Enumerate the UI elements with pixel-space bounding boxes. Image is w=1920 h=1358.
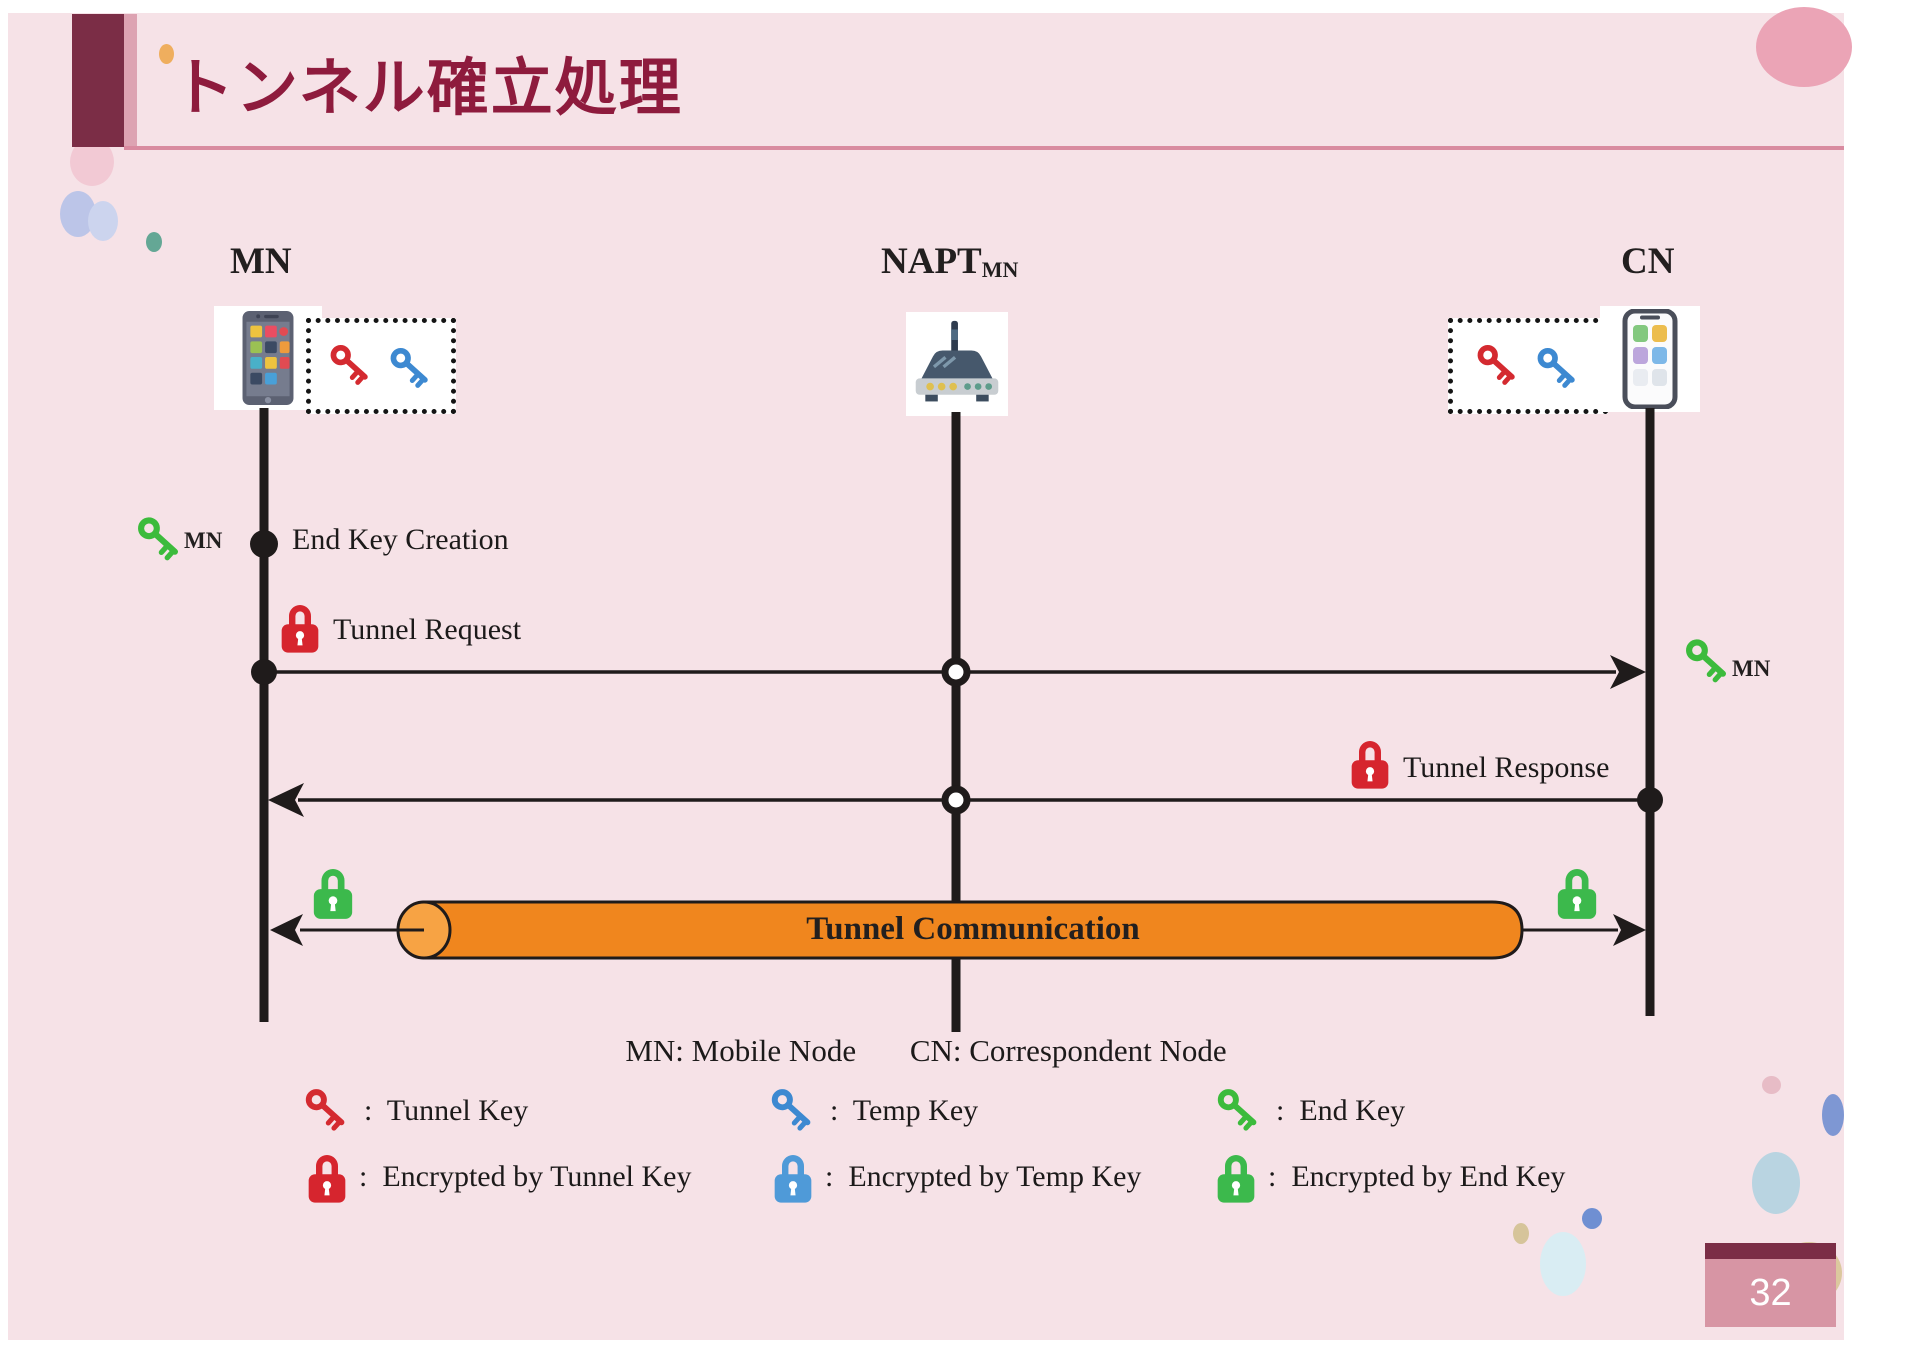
napt-device-box [906, 312, 1008, 416]
abbr-cn: CN: Correspondent Node [909, 1033, 1227, 1068]
decor-circle [1513, 1223, 1529, 1244]
cn-end-key-subscript: MN [1732, 656, 1771, 681]
end-key-creation-label: End Key Creation [292, 523, 509, 556]
tunnel-lock-icon [278, 598, 322, 656]
legend-tunnel-key: : Tunnel Key [300, 1084, 528, 1138]
router-icon [909, 320, 1005, 408]
tunnel-lock-icon [1348, 734, 1392, 792]
tunnel-response-label: Tunnel Response [1403, 751, 1610, 784]
tunnel-request-label: Tunnel Request [333, 613, 522, 646]
end-key-icon [1212, 1084, 1266, 1138]
smartphone-icon [1622, 309, 1678, 409]
temp-key-icon [385, 343, 437, 395]
napt-label-subscript: MN [981, 257, 1019, 282]
decor-circle [1752, 1152, 1800, 1214]
title-accent-strip [124, 14, 137, 147]
mn-key-bubble [306, 318, 456, 414]
abbr-mn: MN: Mobile Node [625, 1033, 857, 1068]
smartphone-icon [240, 309, 296, 407]
legend-temp-lock: : Encrypted by Temp Key [771, 1148, 1141, 1206]
decor-circle [159, 44, 174, 64]
decor-circle [1540, 1232, 1586, 1296]
page-title: トンネル確立処理 [172, 54, 683, 123]
decor-circle [1756, 7, 1852, 87]
end-key-subscript: MN [184, 528, 223, 553]
page-number-accent-bar [1705, 1243, 1836, 1259]
mn-label-text: MN [230, 241, 292, 282]
decor-circle [1582, 1208, 1602, 1229]
page-number-box: 32 [1705, 1243, 1836, 1327]
legend-temp-key: : Temp Key [766, 1084, 978, 1138]
legend-label: : Encrypted by End Key [1268, 1160, 1566, 1193]
legend-label: : Tunnel Key [364, 1094, 529, 1127]
end-lock-icon [310, 862, 356, 922]
decor-circle [146, 232, 162, 252]
cn-device-box [1600, 306, 1700, 412]
temp-key-icon [1532, 343, 1584, 395]
mn-device-box [214, 306, 322, 410]
end-key-icon [132, 512, 188, 568]
tunnel-communication-label: Tunnel Communication [806, 911, 1140, 947]
legend-end-lock: : Encrypted by End Key [1214, 1148, 1565, 1206]
page-number: 32 [1749, 1271, 1792, 1314]
legend-tunnel-lock: : Encrypted by Tunnel Key [305, 1148, 691, 1206]
legend-end-key: : End Key [1212, 1084, 1405, 1138]
napt-label-text: NAPT [881, 241, 982, 282]
decor-circle [88, 201, 118, 241]
legend-label: : Temp Key [830, 1094, 979, 1127]
legend-label: : Encrypted by Temp Key [825, 1160, 1142, 1193]
tunnel-key-icon [1472, 340, 1524, 392]
temp-key-icon [766, 1084, 820, 1138]
cn-key-bubble [1448, 318, 1608, 414]
node-label-napt: NAPTMN [881, 240, 1018, 283]
node-label-cn: CN [1621, 240, 1674, 283]
cn-label-text: CN [1621, 241, 1675, 282]
slide-background: トンネル確立処理 MN NAPTMN CN [8, 7, 1852, 1340]
tunnel-key-icon [300, 1084, 354, 1138]
title-underline [124, 146, 1844, 150]
title-accent-block [72, 14, 124, 147]
decor-circle [1822, 1094, 1844, 1136]
abbreviation-legend: MN: Mobile Node CN: Correspondent Node [8, 1033, 1844, 1069]
decor-circle [1762, 1076, 1781, 1094]
end-key-icon [1680, 634, 1736, 690]
tunnel-lock-icon [305, 1148, 349, 1206]
tunnel-key-icon [325, 340, 377, 392]
legend-label: : End Key [1276, 1094, 1406, 1127]
end-lock-icon [1554, 862, 1600, 922]
temp-lock-icon [771, 1148, 815, 1206]
legend-label: : Encrypted by Tunnel Key [359, 1160, 692, 1193]
node-label-mn: MN [230, 240, 292, 283]
end-lock-icon [1214, 1148, 1258, 1206]
